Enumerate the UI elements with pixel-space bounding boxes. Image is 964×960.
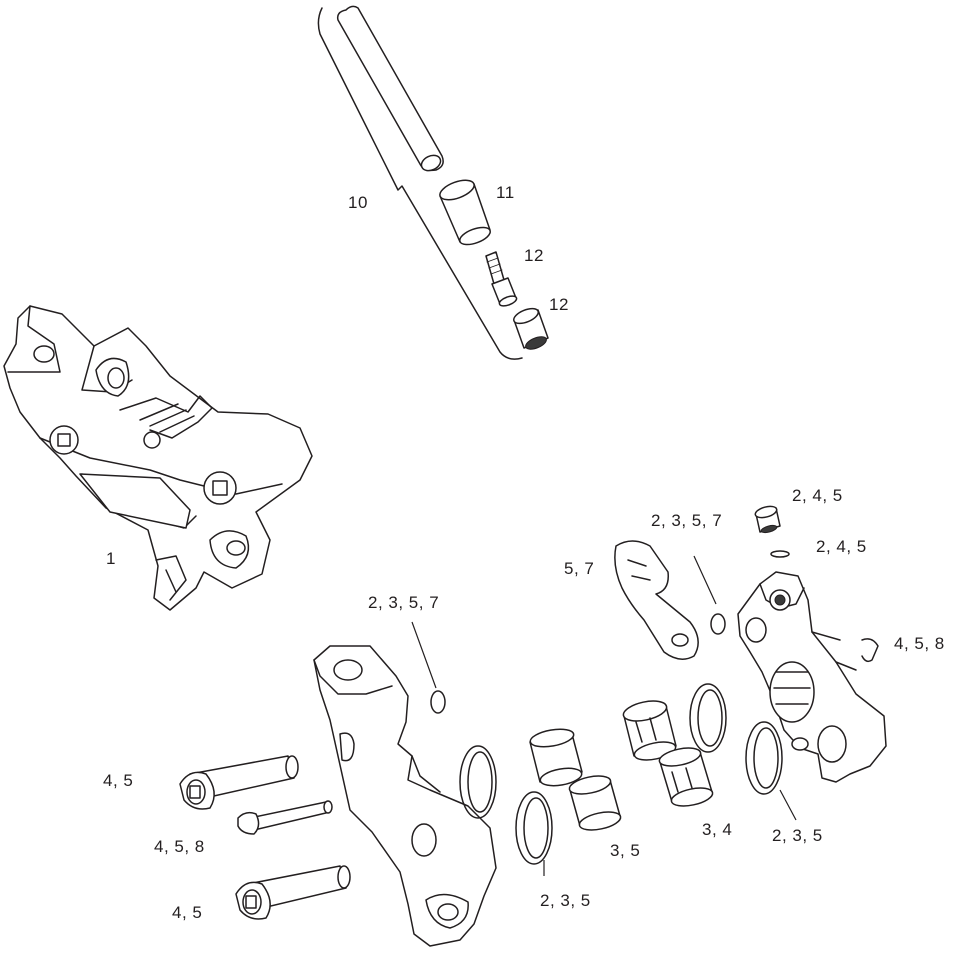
callout-seal-left: 2, 3, 5: [540, 891, 591, 910]
part-12-barb: [485, 251, 518, 307]
bleed-screw: [754, 505, 781, 534]
callout-seal-right: 2, 3, 5: [772, 826, 823, 845]
part-1-caliper-assembly: [3, 305, 313, 611]
crossover-bridge: [614, 540, 699, 660]
callout-12-barb: 12: [524, 246, 544, 265]
callout-retention-clip: 4, 5, 8: [894, 634, 945, 653]
bolt-upper: [179, 755, 299, 810]
callout-1: 1: [106, 549, 116, 568]
piston-outboard-a: [529, 728, 583, 787]
callout-bleed-screw: 2, 4, 5: [792, 486, 843, 505]
piston-inboard-b: [658, 747, 714, 807]
leader-235-b: [779, 789, 797, 821]
bolt-lower: [235, 865, 351, 920]
part-12-nut: [512, 307, 549, 350]
callout-10: 10: [348, 193, 368, 212]
leader-2357-a: [693, 555, 717, 605]
callout-bleed-oring: 2, 4, 5: [816, 537, 867, 556]
leader-2357-b: [411, 621, 437, 689]
callout-crossover-bridge: 5, 7: [564, 559, 595, 578]
seal-left-inner: [515, 791, 553, 865]
pad-pin: [237, 800, 333, 835]
bleed-oring: [770, 550, 790, 558]
crossover-oring-a: [710, 613, 726, 635]
seal-right-inner: [745, 721, 783, 795]
crossover-oring-b: [430, 690, 446, 714]
seal-right-outer: [689, 683, 727, 753]
callout-pistons-inboard: 3, 4: [702, 820, 733, 839]
callout-pad-pin: 4, 5, 8: [154, 837, 205, 856]
callout-bolt-upper: 4, 5: [103, 771, 134, 790]
seal-left-outer: [459, 745, 497, 819]
piston-outboard-b: [568, 775, 622, 831]
callout-pistons-outboard: 3, 5: [610, 841, 641, 860]
part-11-sleeve: [439, 179, 491, 246]
callout-11: 11: [496, 183, 515, 202]
callout-bolt-lower: 4, 5: [172, 903, 203, 922]
callout-12-nut: 12: [549, 295, 569, 314]
inboard-caliper-half: [737, 571, 887, 783]
callout-crossover-oring-left: 2, 3, 5, 7: [368, 593, 440, 612]
outboard-caliper-half: [313, 645, 497, 947]
callout-crossover-oring-right: 2, 3, 5, 7: [651, 511, 723, 530]
retention-clip: [861, 638, 879, 663]
part-10-hose: [317, 5, 523, 360]
